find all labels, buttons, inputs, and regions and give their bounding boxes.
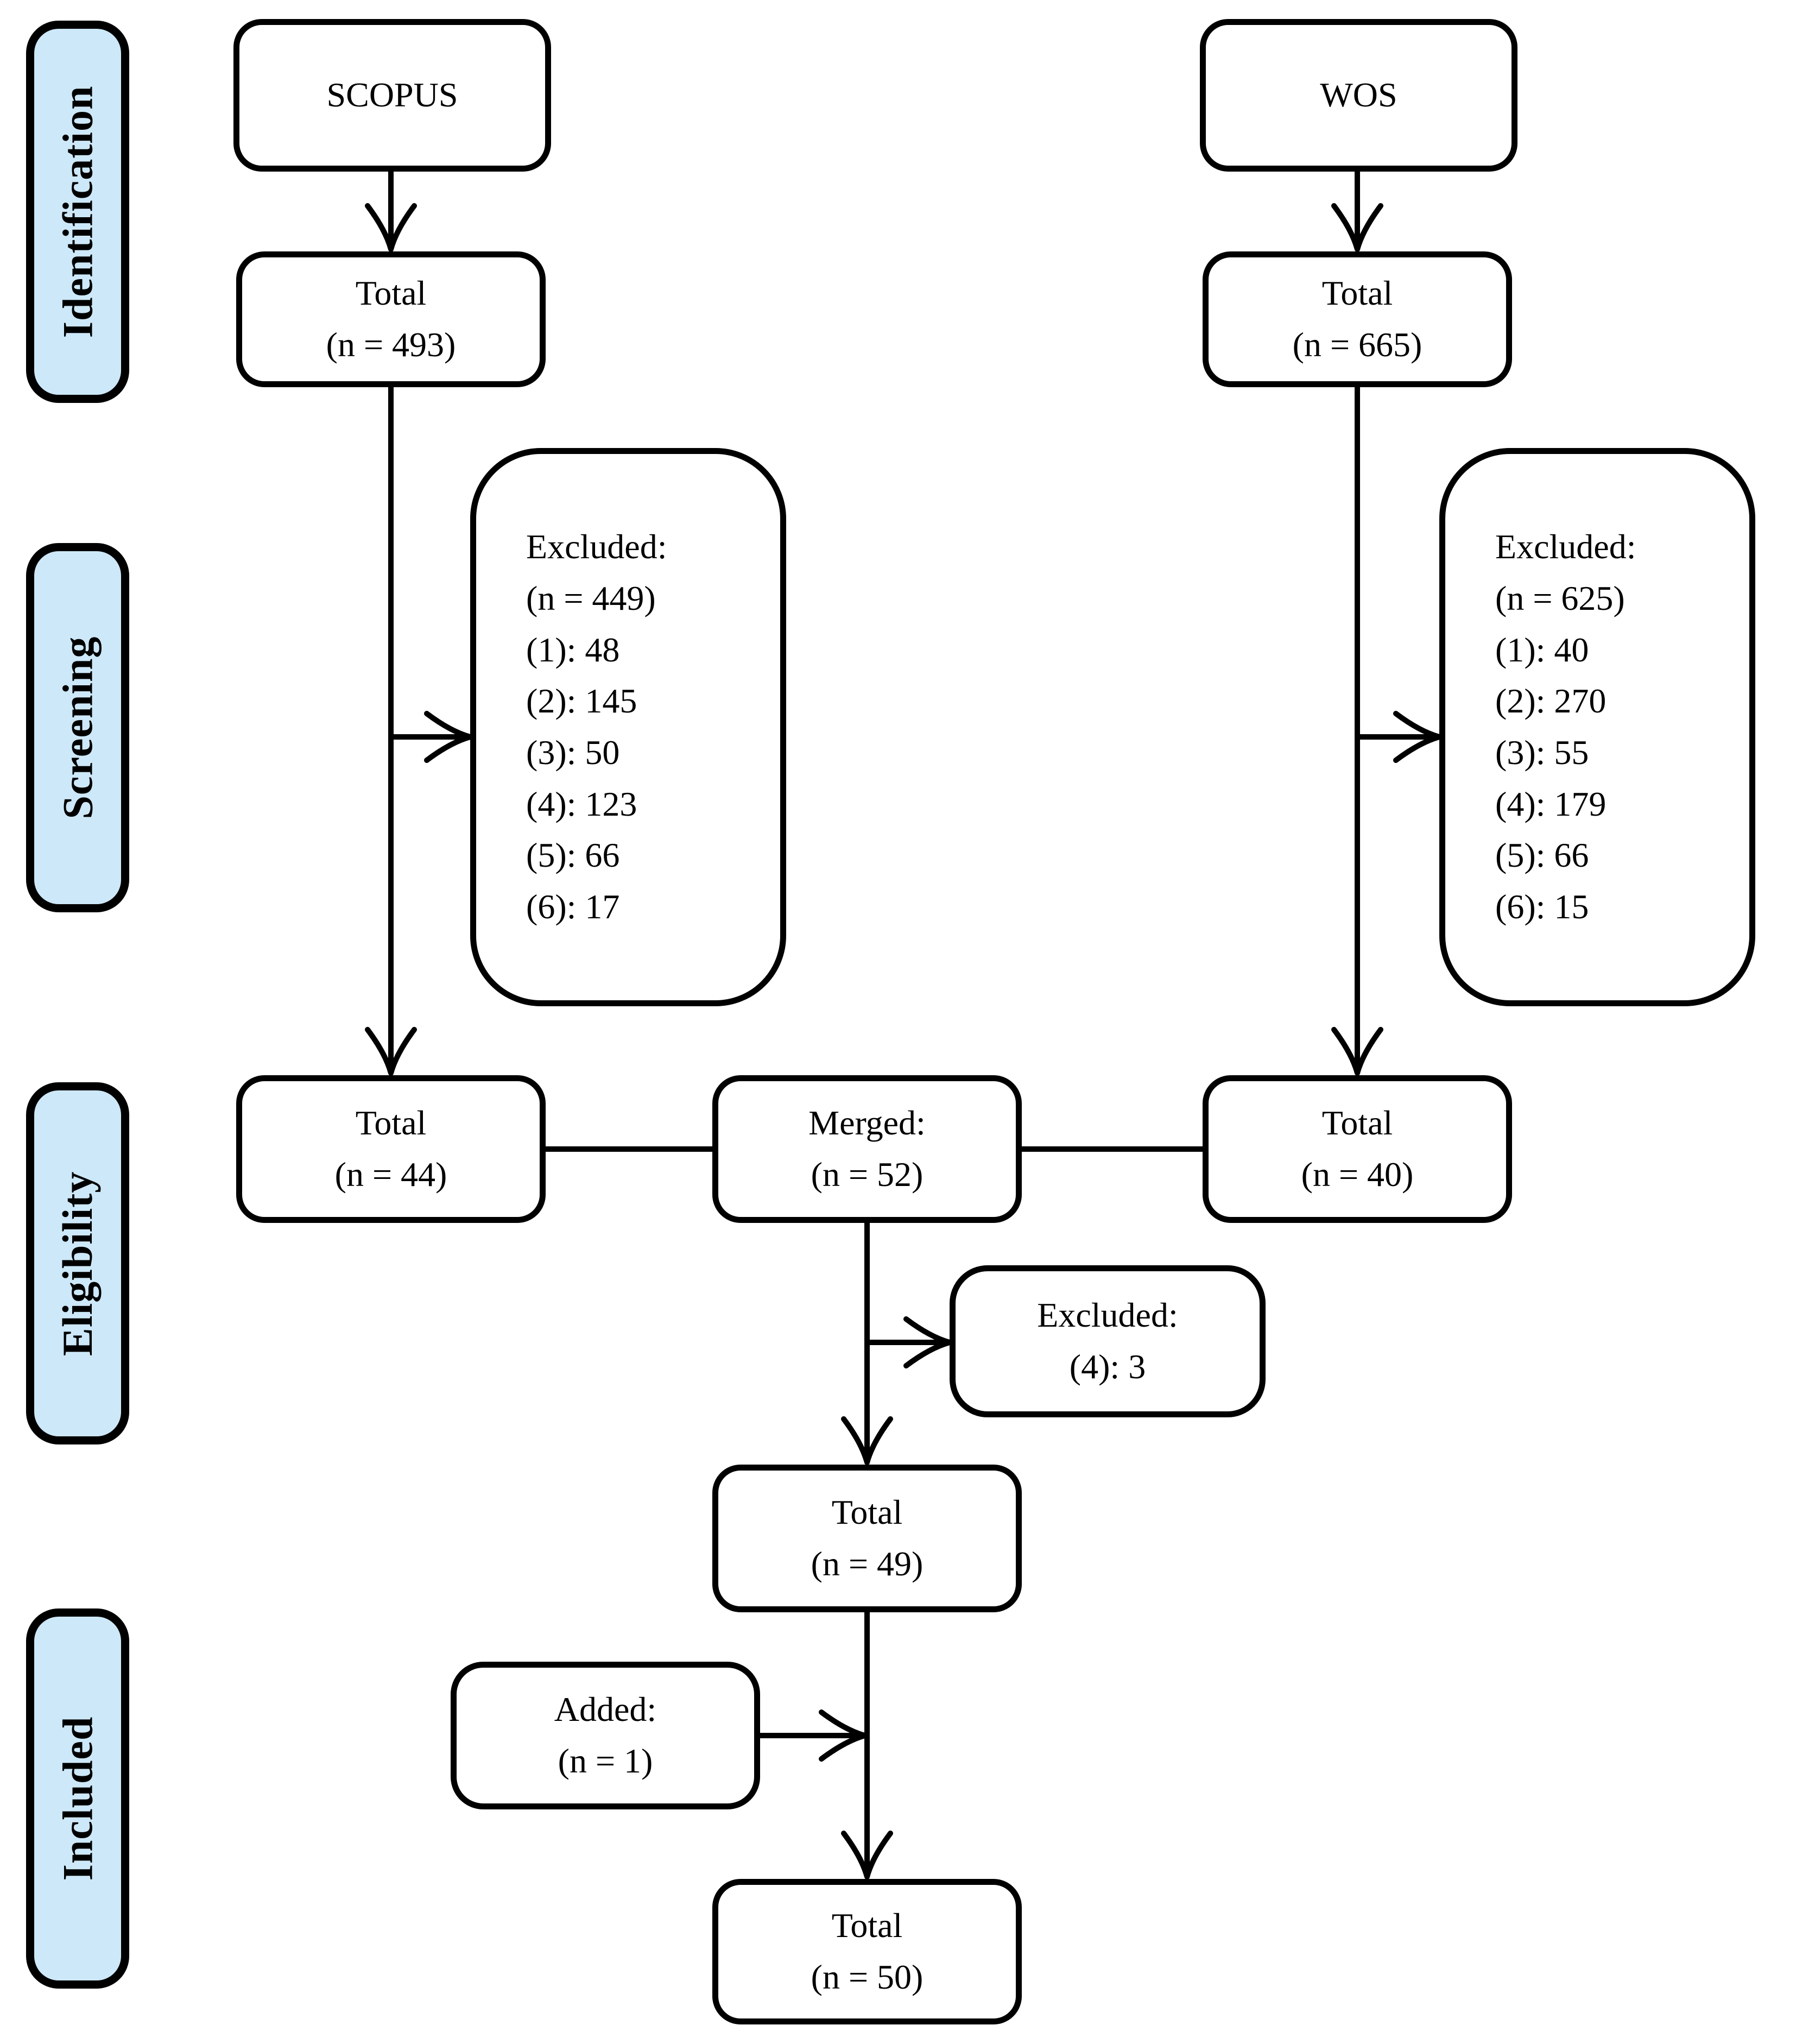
node-merged: Merged: (n = 52) xyxy=(712,1075,1022,1223)
arrow-to-wos-excluded xyxy=(1357,711,1442,763)
stage-eligibility-label: Eligibility xyxy=(54,1171,101,1356)
node-included-total: Total (n = 50) xyxy=(712,1879,1022,2024)
node-wos-total: Total (n = 665) xyxy=(1203,251,1512,387)
eligibility-excluded-item: (4): 3 xyxy=(1069,1347,1146,1386)
scopus-excluded-title: Excluded: xyxy=(526,527,667,566)
scopus-excluded-item: (3): 50 xyxy=(526,733,620,772)
arrow-wos-to-total xyxy=(1331,172,1383,252)
node-wos-title: WOS xyxy=(1320,75,1397,115)
node-eligibility-total: Total (n = 49) xyxy=(712,1465,1022,1612)
scopus-excluded-item: (1): 48 xyxy=(526,630,620,669)
node-scopus-total-count: (n = 493) xyxy=(326,325,456,364)
node-scopus-excluded: Excluded: (n = 449) (1): 48 (2): 145 (3)… xyxy=(470,448,786,1006)
wos-excluded-item: (4): 179 xyxy=(1495,784,1607,823)
node-added: Added: (n = 1) xyxy=(451,1662,760,1809)
arrow-added-to-flow xyxy=(760,1709,868,1762)
scopus-excluded-count: (n = 449) xyxy=(526,578,656,617)
eligibility-total-title: Total xyxy=(831,1493,903,1532)
arrow-to-scopus-excluded xyxy=(391,711,473,763)
scopus-excluded-item: (5): 66 xyxy=(526,836,620,875)
scopus-screened-count: (n = 44) xyxy=(334,1155,447,1194)
stage-identification: Identification xyxy=(26,21,129,403)
wos-excluded-title: Excluded: xyxy=(1495,527,1636,566)
node-scopus: SCOPUS xyxy=(233,19,551,172)
wos-excluded-count: (n = 625) xyxy=(1495,578,1625,617)
stage-included: Included xyxy=(26,1608,129,1989)
added-count: (n = 1) xyxy=(558,1742,653,1780)
arrow-eligibility-total-to-included-total xyxy=(841,1612,893,1879)
arrow-scopus-to-total xyxy=(365,172,417,252)
wos-screened-count: (n = 40) xyxy=(1301,1155,1414,1194)
included-total-count: (n = 50) xyxy=(811,1958,924,1996)
node-scopus-total: Total (n = 493) xyxy=(236,251,546,387)
scopus-excluded-item: (6): 17 xyxy=(526,887,620,926)
stage-identification-label: Identification xyxy=(54,85,102,338)
wos-excluded-item: (1): 40 xyxy=(1495,630,1589,669)
wos-excluded-item: (2): 270 xyxy=(1495,682,1607,721)
node-wos: WOS xyxy=(1200,19,1517,172)
stage-included-label: Included xyxy=(54,1716,102,1881)
node-wos-total-count: (n = 665) xyxy=(1292,325,1422,364)
added-title: Added: xyxy=(554,1690,657,1729)
included-total-title: Total xyxy=(831,1906,903,1945)
stage-eligibility: Eligibility xyxy=(26,1082,129,1444)
eligibility-total-count: (n = 49) xyxy=(811,1544,924,1583)
scopus-excluded-item: (4): 123 xyxy=(526,784,637,823)
arrow-scopus-total-to-screened xyxy=(365,387,417,1076)
node-wos-total-title: Total xyxy=(1321,274,1393,313)
wos-excluded-item: (6): 15 xyxy=(1495,887,1589,926)
merged-count: (n = 52) xyxy=(811,1155,924,1194)
stage-screening-label: Screening xyxy=(54,636,102,819)
stage-screening: Screening xyxy=(26,543,129,912)
node-wos-screened-total: Total (n = 40) xyxy=(1203,1075,1512,1223)
node-scopus-screened-total: Total (n = 44) xyxy=(236,1075,546,1223)
node-wos-excluded: Excluded: (n = 625) (1): 40 (2): 270 (3)… xyxy=(1439,448,1755,1006)
scopus-screened-title: Total xyxy=(355,1103,427,1143)
arrow-wos-total-to-screened xyxy=(1331,387,1383,1076)
arrow-to-eligibility-excluded xyxy=(867,1316,952,1368)
wos-excluded-item: (5): 66 xyxy=(1495,836,1589,875)
wos-screened-title: Total xyxy=(1321,1103,1393,1143)
eligibility-excluded-title: Excluded: xyxy=(1037,1296,1178,1335)
merged-title: Merged: xyxy=(808,1103,926,1143)
node-scopus-total-title: Total xyxy=(355,274,427,313)
scopus-excluded-item: (2): 145 xyxy=(526,682,637,721)
node-eligibility-excluded: Excluded: (4): 3 xyxy=(950,1265,1266,1417)
wos-excluded-item: (3): 55 xyxy=(1495,733,1589,772)
node-scopus-title: SCOPUS xyxy=(326,75,458,115)
